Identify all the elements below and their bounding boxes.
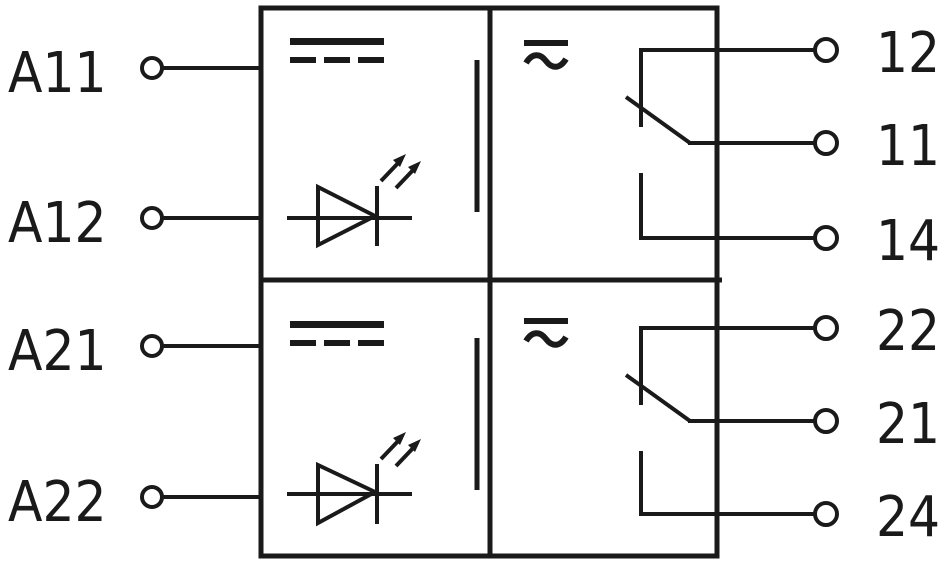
terminal-circle-icon xyxy=(813,408,839,434)
terminal-circle-icon xyxy=(813,315,839,341)
output-terminal-12: 12 xyxy=(813,21,940,86)
input-terminal-a12: A12 xyxy=(8,191,261,256)
module-1: A11 A12 xyxy=(8,21,940,274)
terminal-label-24: 24 xyxy=(876,485,940,550)
terminal-label-a11: A11 xyxy=(8,41,107,106)
terminal-label-12: 12 xyxy=(876,21,940,86)
output-terminal-24: 24 xyxy=(813,485,940,550)
terminal-label-a12: A12 xyxy=(8,191,107,256)
output-terminal-11: 11 xyxy=(813,114,940,179)
terminal-circle-icon xyxy=(140,206,164,230)
terminal-label-22: 22 xyxy=(876,299,940,364)
light-arrows-icon xyxy=(379,432,421,468)
terminal-label-a22: A22 xyxy=(8,470,107,535)
input-terminal-a21: A21 xyxy=(8,319,261,384)
dc-symbol-icon xyxy=(290,38,384,63)
terminal-label-a21: A21 xyxy=(8,319,107,384)
terminal-label-11: 11 xyxy=(876,114,940,179)
ac-dc-symbol-icon xyxy=(523,318,569,348)
terminal-circle-icon xyxy=(140,485,164,509)
terminal-circle-icon xyxy=(140,334,164,358)
output-terminal-21: 21 xyxy=(813,392,940,457)
changeover-contact-icon xyxy=(624,326,814,516)
module-2: A21 A22 xyxy=(8,299,940,550)
input-terminal-a11: A11 xyxy=(8,41,261,106)
dc-symbol-icon xyxy=(290,321,384,346)
terminal-label-14: 14 xyxy=(876,209,940,274)
terminal-circle-icon xyxy=(813,501,839,527)
changeover-contact-icon xyxy=(624,48,814,240)
input-terminal-a22: A22 xyxy=(8,470,261,535)
output-terminal-14: 14 xyxy=(813,209,940,274)
terminal-circle-icon xyxy=(813,37,839,63)
light-arrows-icon xyxy=(379,154,421,190)
terminal-circle-icon xyxy=(140,56,164,80)
led-icon xyxy=(287,154,421,249)
led-icon xyxy=(287,432,421,527)
terminal-circle-icon xyxy=(813,225,839,251)
terminal-label-21: 21 xyxy=(876,392,940,457)
terminal-circle-icon xyxy=(813,130,839,156)
ac-dc-symbol-icon xyxy=(523,40,569,70)
output-terminal-22: 22 xyxy=(813,299,940,364)
